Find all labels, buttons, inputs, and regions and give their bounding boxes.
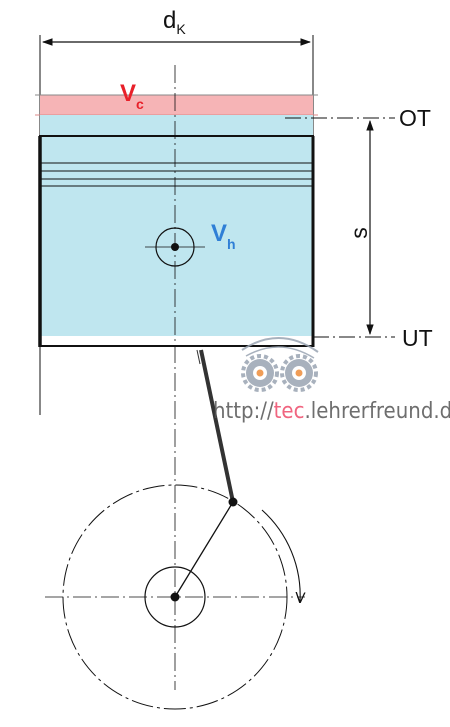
clearance-volume-label: Vc [120, 80, 144, 112]
watermark: http://tec.lehrerfreund.de [213, 337, 450, 424]
bore-label: dK [163, 7, 186, 37]
crank-arm [174, 501, 234, 598]
bottom-dead-center-label: UT [402, 325, 433, 351]
clearance-volume-region [40, 95, 313, 115]
watermark-url: http://tec.lehrerfreund.de [213, 399, 450, 424]
gears-eyes-icon [241, 337, 319, 392]
top-dead-center-label: OT [399, 105, 431, 131]
rotation-direction-arrow [261, 509, 300, 602]
crankshaft-center [170, 592, 180, 602]
connecting-rod-slim [196, 349, 201, 365]
displacement-volume-label: Vh [211, 220, 236, 252]
crank-pin [228, 497, 238, 507]
displacement-volume-region [40, 115, 313, 336]
stroke-label: s [346, 227, 372, 239]
connecting-rod [199, 349, 235, 503]
